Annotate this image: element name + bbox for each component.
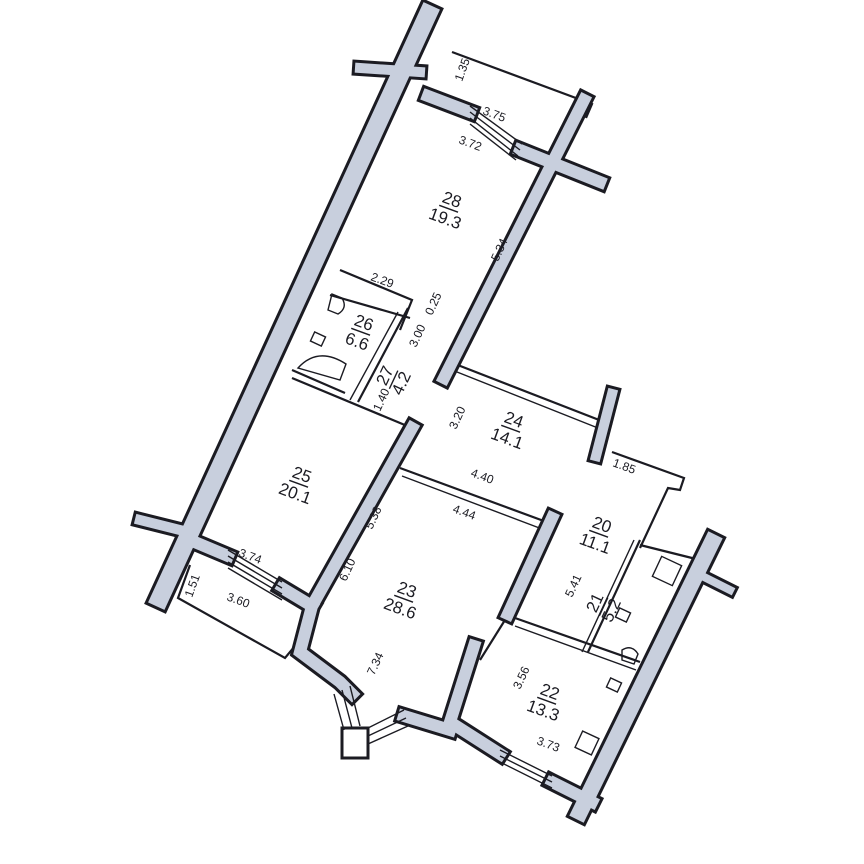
dim-room20-length: 5.41: [562, 572, 585, 599]
window-bay-right: [367, 709, 409, 745]
dim-wall-offset: 0.25: [422, 290, 445, 317]
toilet-icon-21: [621, 647, 639, 665]
window-bay-left: [333, 685, 361, 731]
dim-balcony-bottom-width: 3.60: [225, 590, 252, 611]
dim-room22-width: 3.73: [535, 734, 562, 755]
window-room25: [227, 549, 283, 601]
dim-room24-width: 4.40: [469, 466, 496, 487]
water-heater-icon-22: [605, 677, 623, 693]
dim-balcony-top-width: 3.75: [481, 104, 508, 125]
room-21: 215.2: [582, 590, 625, 625]
dim-room22-length: 3.56: [510, 664, 533, 691]
window-room28: [469, 105, 523, 161]
fixtures: [296, 293, 683, 756]
dim-room28-width: 3.72: [457, 133, 484, 154]
water-heater-icon: [309, 331, 327, 347]
dim-room23-length-lower: 7.34: [364, 650, 387, 677]
dim-corridor-length: 3.20: [446, 404, 469, 431]
stove-icon: [574, 730, 600, 756]
dim-room26-width: 2.29: [369, 270, 396, 291]
bathtub-icon: [296, 355, 347, 381]
partitions: [291, 268, 701, 671]
walls-fill: [133, 2, 736, 823]
window-room22: [499, 749, 553, 789]
dim-room23-width: 4.44: [451, 502, 478, 523]
dim-room27-length: 3.00: [406, 322, 429, 349]
toilet-icon: [327, 293, 345, 315]
sink-icon: [651, 555, 683, 587]
room-26: 266.6: [343, 311, 376, 355]
water-heater-icon-21: [614, 607, 632, 623]
dim-balcony-top-depth: 1.35: [452, 56, 473, 83]
windows: [227, 105, 553, 789]
